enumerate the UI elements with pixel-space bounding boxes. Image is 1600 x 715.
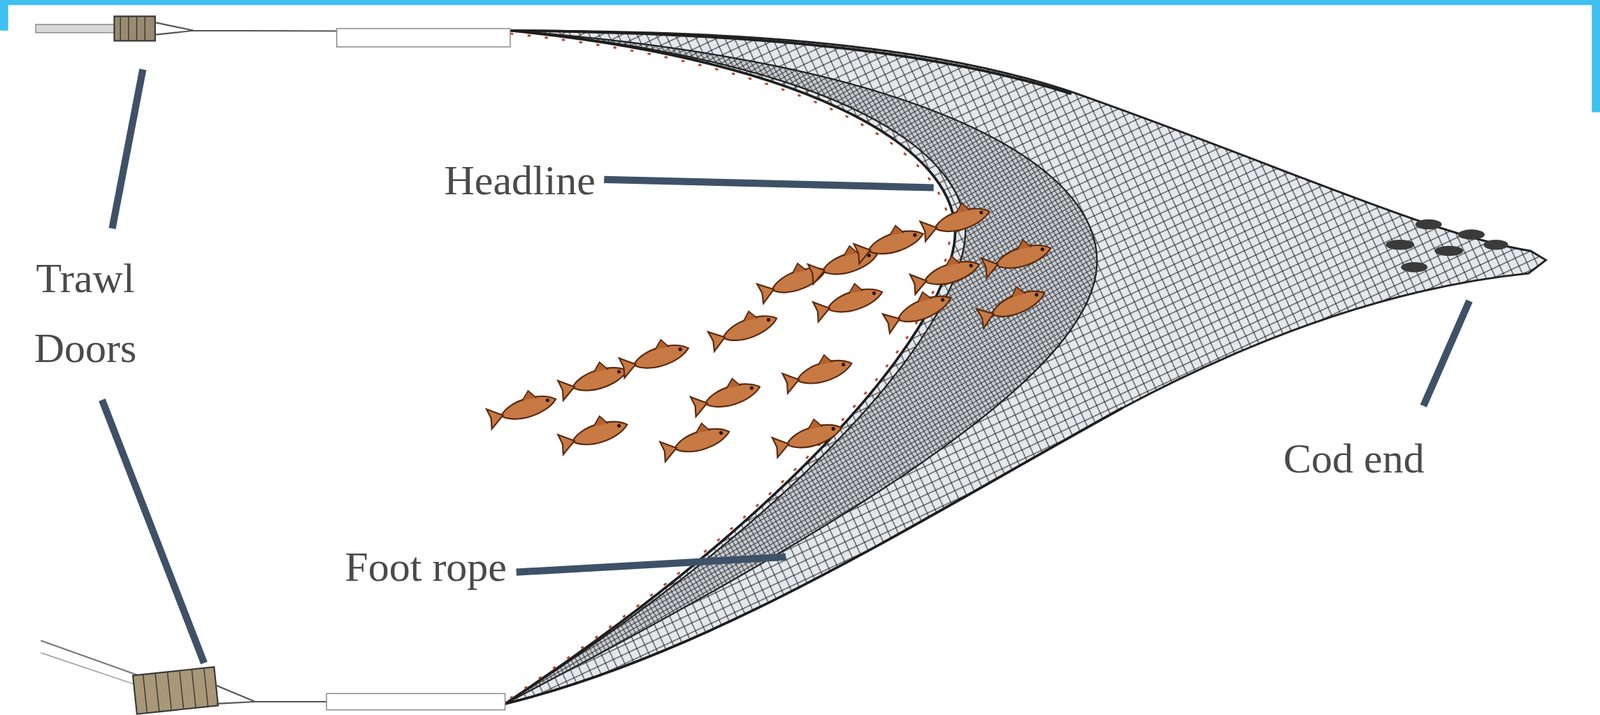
part-label: Headline (443, 155, 596, 206)
part-label: Trawl Doors (8, 243, 163, 384)
part-label: Cod end (1283, 433, 1425, 484)
part-label: Foot rope (344, 541, 507, 593)
